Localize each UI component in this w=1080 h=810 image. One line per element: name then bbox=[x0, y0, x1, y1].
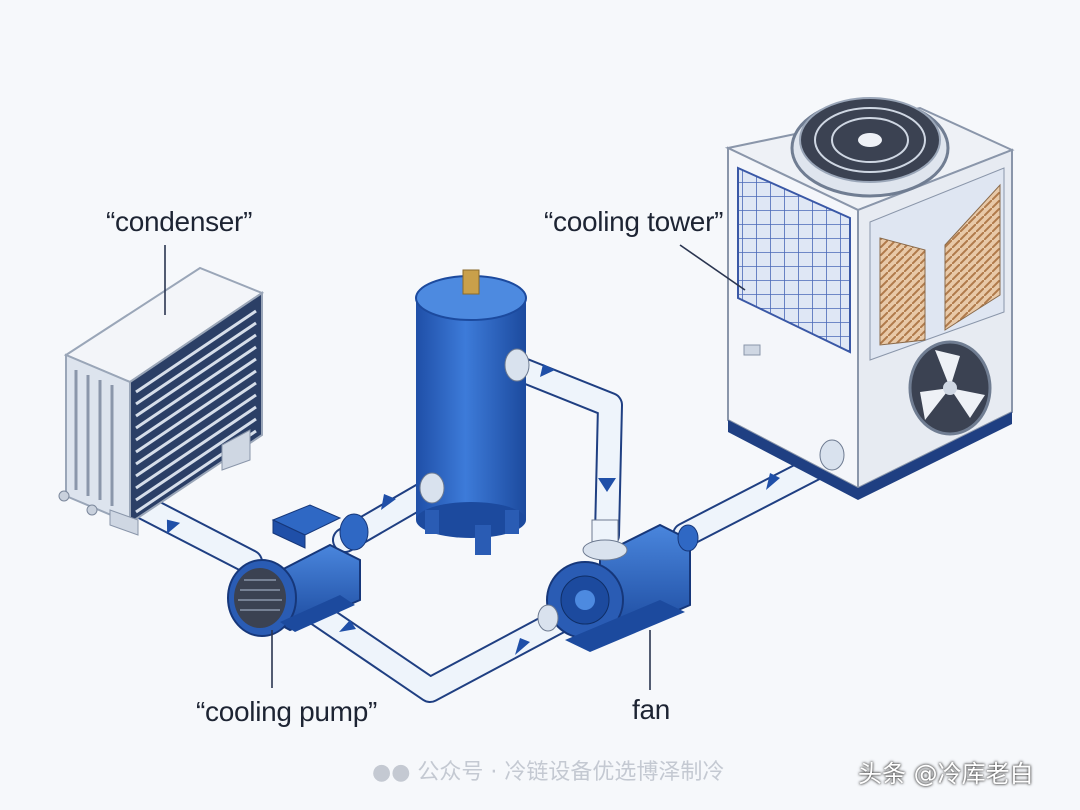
top-fan-icon bbox=[790, 97, 950, 198]
condenser-label: “condenser” bbox=[106, 206, 253, 237]
watermark-primary: ●● 公众号 · 冷链设备优选博泽制冷 bbox=[372, 760, 725, 785]
side-fan-icon bbox=[908, 340, 992, 436]
cooling-pump-unit bbox=[227, 504, 369, 637]
cooling-pump-label: “cooling pump” bbox=[196, 696, 377, 727]
wechat-icon: ●● bbox=[372, 760, 411, 785]
cooling-tower-unit bbox=[724, 97, 1015, 500]
fan-unit bbox=[537, 519, 699, 652]
cooling-tower-label: “cooling tower” bbox=[544, 206, 724, 237]
watermark-secondary: 头条 @冷库老白 bbox=[858, 760, 1034, 788]
flow-arrows bbox=[166, 364, 780, 655]
leader-lines bbox=[164, 244, 746, 690]
condenser-unit bbox=[58, 266, 265, 536]
fan-label: fan bbox=[632, 694, 671, 725]
buffer-tank bbox=[415, 269, 530, 555]
